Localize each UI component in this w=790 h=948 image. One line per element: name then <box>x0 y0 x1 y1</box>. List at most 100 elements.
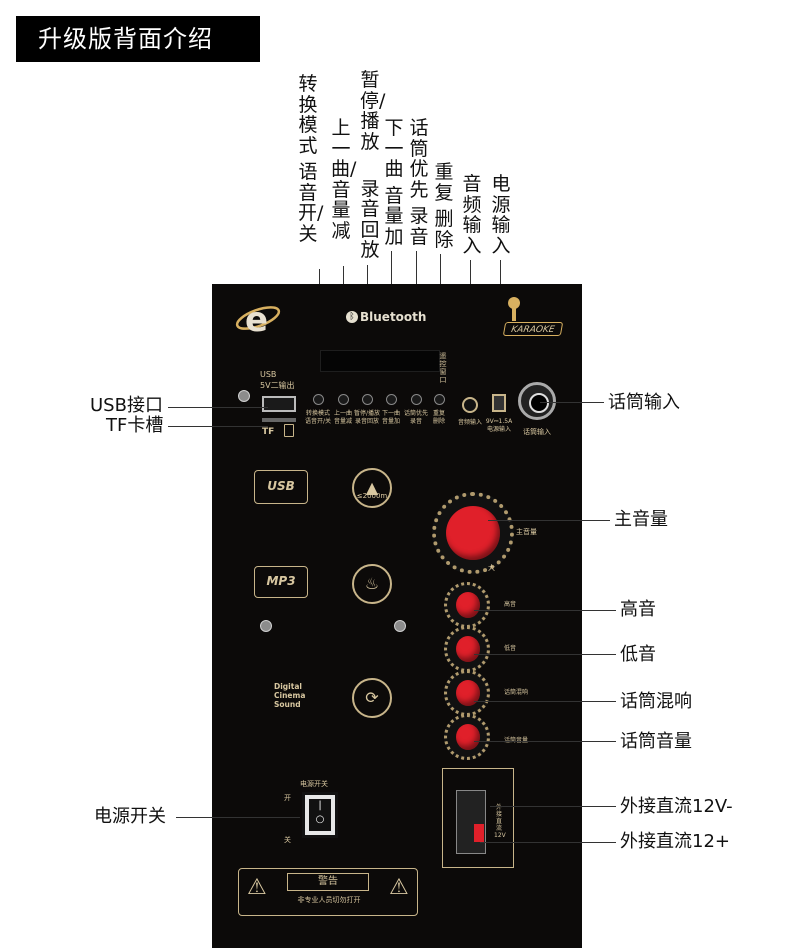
digital-cinema-icon: Digital Cinema Sound <box>254 678 308 714</box>
treble-knob[interactable] <box>456 592 480 618</box>
dc-terminal-label: 外接直流12V <box>494 804 506 839</box>
bluetooth-label: Bluetooth <box>360 310 427 324</box>
mode-button[interactable] <box>313 394 324 405</box>
tf-small-label: TF <box>262 427 275 437</box>
btn-label-mode: 转换模式 语音开/关 <box>304 410 332 425</box>
play-pause-button[interactable] <box>362 394 373 405</box>
master-volume-knob[interactable] <box>446 506 500 560</box>
top-label-mode-switch: 转换模式 <box>298 73 318 157</box>
screw <box>394 620 406 632</box>
power-input-jack[interactable] <box>492 394 506 412</box>
tf-slot[interactable] <box>262 418 296 422</box>
dc-terminal-block[interactable] <box>456 790 486 854</box>
warning-lightning-icon: ⚠ <box>247 875 267 900</box>
master-volume-leader <box>488 520 610 521</box>
echo-leader <box>474 701 616 702</box>
usb-leader <box>168 407 268 408</box>
prev-button[interactable] <box>338 394 349 405</box>
top-label-audio-input: 音频输入 <box>462 173 482 257</box>
usb-small-label: USB <box>260 370 277 379</box>
mic-volume-label: 话筒音量 <box>504 736 528 745</box>
altitude-label: ≤2000m <box>356 492 388 500</box>
top-label-power-input: 电源输入 <box>491 173 511 257</box>
dc-minus-callout: 外接直流12V- <box>620 796 733 817</box>
dc-plus-callout: 外接直流12+ <box>620 831 730 852</box>
power-switch[interactable]: |○ <box>302 792 338 838</box>
dc-terminal-frame <box>442 768 514 868</box>
btn-label-play: 暂停/播放 录音回放 <box>353 410 381 425</box>
tf-leader <box>168 426 268 427</box>
usb-label: USB接口 <box>90 395 163 416</box>
btn-label-next: 下一曲 音量加 <box>381 410 400 425</box>
power-in-label: 9V⎓1.5A 电源输入 <box>485 418 513 433</box>
master-volume-label: 主音量 <box>516 528 537 536</box>
top-label-prev-track: 上一曲/音量减 <box>331 117 357 242</box>
top-label-next-track-line2: 音量加 <box>384 184 404 248</box>
top-label-repeat-delete-line2: 删除 <box>434 208 454 251</box>
btn-label-prev: 上一曲 音量减 <box>333 410 352 425</box>
digital-cinema-label: Digital Cinema Sound <box>274 682 306 709</box>
altitude-icon: ▲ <box>352 468 392 508</box>
switch-on-label: 开 <box>284 794 291 802</box>
mic-input-jack[interactable] <box>518 382 556 420</box>
remote-window-label: 遥控窗口 <box>439 352 447 384</box>
mic-volume-knob-ring <box>444 714 490 760</box>
warning-text: 非专业人员切勿打开 <box>297 896 361 904</box>
screw <box>260 620 272 632</box>
power-switch-leader <box>176 817 300 818</box>
mic-volume-leader <box>474 741 616 742</box>
dc-plus-leader <box>480 842 616 843</box>
mic-priority-button[interactable] <box>411 394 422 405</box>
switch-label: 电源开关 <box>300 780 328 788</box>
top-label-play-pause: 暂停/播放 <box>360 69 386 153</box>
mic-in-label: 话筒输入 <box>523 428 551 436</box>
btn-label-mic: 话筒优先 录音 <box>404 410 429 425</box>
screw <box>238 390 250 402</box>
tf-label: TF卡槽 <box>106 415 164 436</box>
dc-minus-leader <box>490 806 616 807</box>
microphone-icon <box>508 297 520 321</box>
switch-off-label: 关 <box>284 836 291 844</box>
next-button[interactable] <box>386 394 397 405</box>
mic-volume-knob[interactable] <box>456 724 480 750</box>
top-label-mic-priority: 话筒优先 <box>409 117 429 201</box>
warning-exclaim-icon: ⚠ <box>389 875 409 900</box>
echo-knob[interactable] <box>456 680 480 706</box>
dc-terminal-red[interactable] <box>474 824 484 842</box>
heat-warning-icon: ♨ <box>352 564 392 604</box>
speaker-back-panel: e ᛒ Bluetooth KARAOKE 遥控窗口 USB 5V二输出 TF … <box>212 284 582 948</box>
treble-leader <box>474 610 616 611</box>
echo-callout: 话筒混响 <box>620 691 692 712</box>
top-label-repeat-delete: 重复 <box>434 161 454 204</box>
top-label-mode-switch-line2: 语音开/关 <box>298 161 324 245</box>
recycle-icon: ⟳ <box>352 678 392 718</box>
warning-title: 警告 <box>287 873 369 891</box>
top-label-mic-priority-line2: 录音 <box>409 205 429 248</box>
mic-input-leader <box>540 402 604 403</box>
bass-label: 低音 <box>504 645 517 652</box>
mic-input-label: 话筒输入 <box>608 392 680 413</box>
page-title: 升级版背面介绍 <box>16 16 260 62</box>
usb-icon: USB <box>254 470 308 504</box>
mic-volume-callout: 话筒音量 <box>620 731 692 752</box>
bass-knob[interactable] <box>456 636 480 662</box>
audio-input-jack[interactable] <box>462 397 478 413</box>
bass-leader <box>474 654 616 655</box>
warning-plate: ⚠ 警告 非专业人员切勿打开 ⚠ <box>238 868 418 916</box>
treble-label: 高音 <box>504 601 517 608</box>
usb-spec-label: 5V二输出 <box>260 381 295 390</box>
echo-label: 话筒混响 <box>504 689 529 696</box>
e-logo-icon: e <box>235 300 281 338</box>
treble-callout: 高音 <box>620 599 656 620</box>
top-label-next-track: 下一曲 <box>384 117 404 180</box>
mp3-icon: MP3 <box>254 566 308 598</box>
bluetooth-icon: ᛒ <box>346 311 358 323</box>
sd-card-icon <box>284 424 294 437</box>
repeat-button[interactable] <box>434 394 445 405</box>
bass-callout: 低音 <box>620 644 656 665</box>
usb-port[interactable] <box>262 396 296 412</box>
audio-in-label: 音频输入 <box>457 419 482 426</box>
btn-label-repeat: 重复 删除 <box>432 410 445 425</box>
master-max-label: 大 <box>488 564 495 572</box>
svg-text:e: e <box>245 300 268 338</box>
